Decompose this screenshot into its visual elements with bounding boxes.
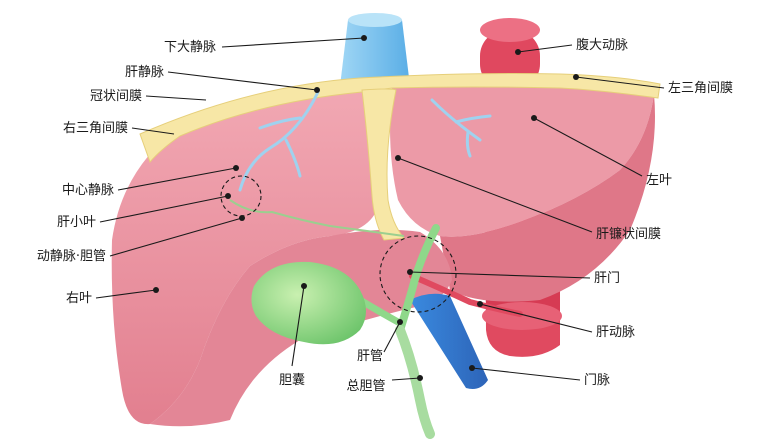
label-right-triangular-ligament: 右三角间膜	[63, 121, 128, 136]
leader-lines	[95, 35, 665, 381]
label-abdominal-aorta: 腹大动脉	[576, 37, 628, 53]
labels: 下大静脉 肝静脉 冠状间膜 右三角间膜 中心静脉 肝小叶 动静脉·胆管 右叶 胆…	[37, 37, 733, 394]
label-left-lobe: 左叶	[646, 173, 672, 188]
label-inferior-vena-cava: 下大静脉	[164, 40, 216, 55]
inferior-vena-cava	[340, 13, 410, 86]
label-portal-vein: 门脉	[584, 373, 610, 388]
falciform-ligament	[361, 88, 406, 241]
label-hepatic-vein: 肝静脉	[125, 65, 164, 80]
arteriole-bile-duct-lines	[229, 199, 405, 237]
label-left-triangular-ligament: 左三角间膜	[668, 81, 733, 96]
label-cystic-duct: 肝管	[357, 349, 383, 364]
label-right-lobe: 右叶	[66, 291, 92, 306]
hepatic-vein-branches	[238, 90, 492, 192]
label-arteriole-bile-duct: 动静脉·胆管	[37, 249, 106, 264]
label-hepatic-artery: 肝动脉	[596, 325, 635, 340]
gallbladder	[251, 261, 366, 345]
label-falciform-ligament: 肝镰状间膜	[596, 226, 661, 242]
label-common-bile-duct: 总胆管	[346, 379, 385, 394]
label-gallbladder: 胆囊	[279, 372, 305, 388]
left-lobe-underside	[440, 94, 655, 302]
label-porta-hepatis: 肝门	[594, 271, 620, 286]
coronary-ligament	[139, 73, 661, 163]
portal-vein	[410, 293, 488, 389]
label-central-vein: 中心静脉	[62, 183, 114, 198]
right-lobe	[111, 80, 380, 425]
label-coronary-ligament: 冠状间膜	[90, 89, 142, 104]
label-hepatic-lobule: 肝小叶	[57, 215, 96, 230]
